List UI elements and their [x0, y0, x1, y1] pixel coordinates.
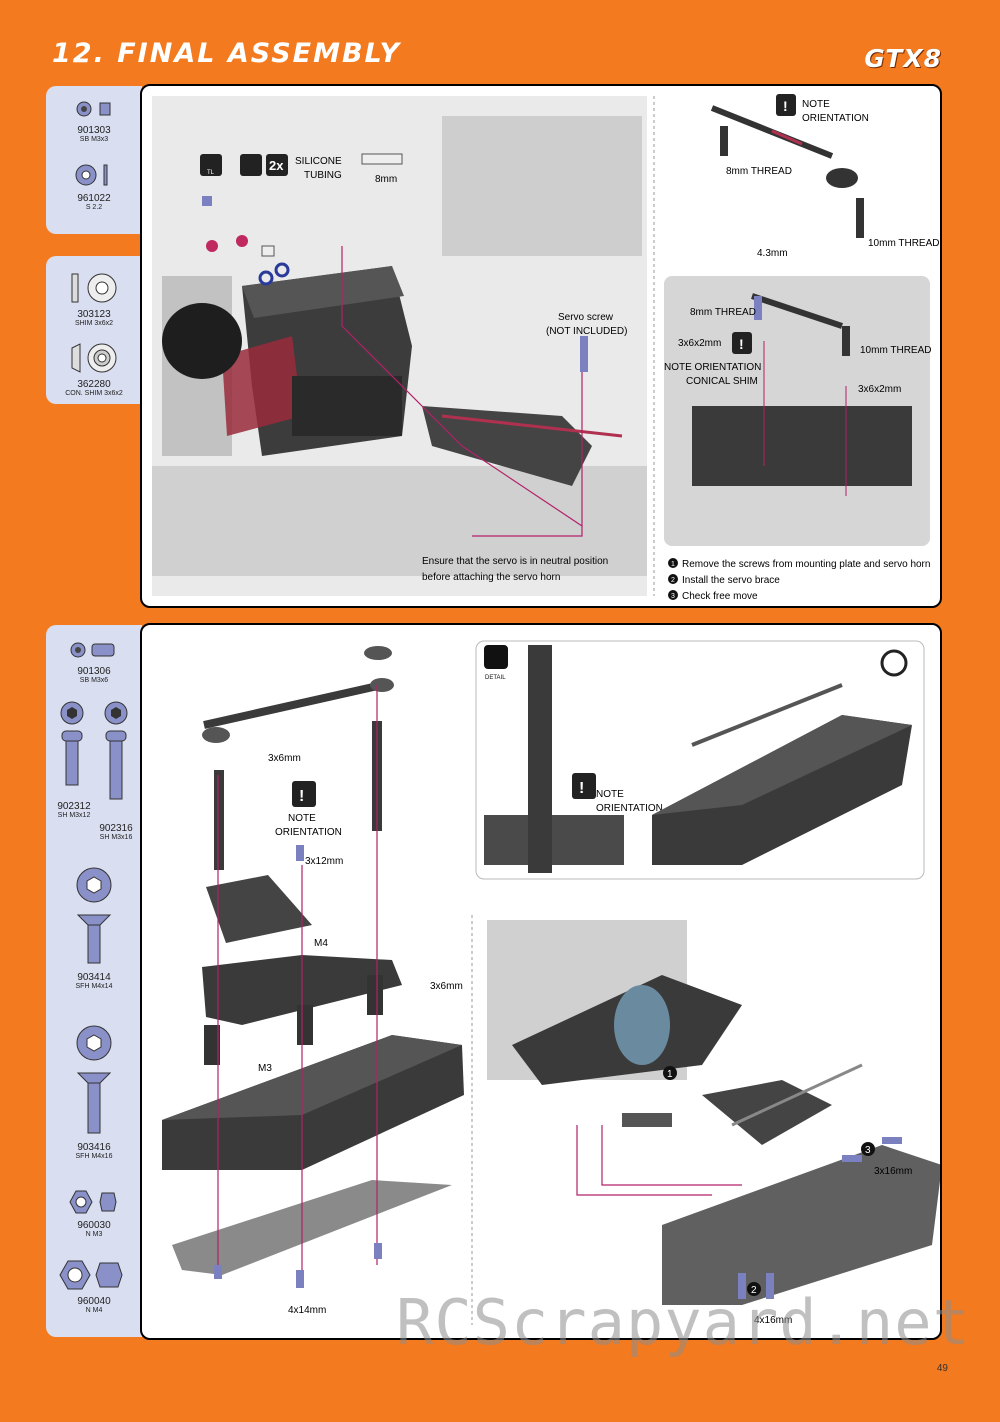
- gtx8-logo: GTX8: [864, 44, 942, 73]
- tubing-length: 8mm: [375, 174, 397, 185]
- note-conical-2: CONICAL SHIM: [686, 376, 758, 387]
- step-3-text: Check free move: [682, 591, 758, 602]
- silicone-label: SILICONE: [295, 156, 342, 167]
- svg-text:1: 1: [671, 561, 675, 568]
- step-marker-2: 2: [751, 1285, 757, 1296]
- svg-text:!: !: [783, 98, 788, 114]
- shim-icon: [75, 164, 108, 186]
- label-3x6mm-b: 3x6mm: [430, 981, 463, 992]
- flat-head-screw-icon: [76, 867, 112, 964]
- tubing-label: TUBING: [304, 170, 342, 181]
- note-conical-1: NOTE ORIENTATION: [664, 362, 761, 373]
- svg-text:!: !: [299, 788, 304, 805]
- label-4x14mm: 4x14mm: [288, 1305, 326, 1316]
- tl-badge-label: TL: [207, 170, 215, 176]
- part-902312-902316: 902312 SH M3x12 902316 SH M3x16: [46, 699, 142, 841]
- part-903416: 903416 SFH M4x16: [46, 1025, 142, 1160]
- shim-3x6x2-a: 3x6x2mm: [678, 338, 721, 349]
- svg-text:!: !: [579, 780, 584, 797]
- nut-icon: [59, 1260, 123, 1290]
- thread-10mm: 10mm THREAD: [868, 238, 940, 249]
- servo-screw-label: Servo screw: [558, 312, 614, 323]
- bumper-assembly-illustration: ! 3x6mm NOTE ORIENTATION 3x12mm M4 3x6mm…: [162, 640, 940, 1326]
- watermark: RCScrapyard.net: [396, 1286, 971, 1359]
- page-title: 12. FINAL ASSEMBLY: [52, 38, 402, 69]
- part-960040: 960040 N M4: [46, 1259, 142, 1314]
- 2x-badge-label: 2x: [269, 158, 284, 173]
- step-marker-3: 3: [865, 1145, 871, 1156]
- note-orientation-2: ORIENTATION: [802, 113, 869, 124]
- part-362280: 362280 CON. SHIM 3x6x2: [46, 340, 142, 397]
- part-901306: 901306 SB M3x6: [46, 639, 142, 684]
- svg-text:2: 2: [671, 577, 675, 584]
- step-panel-bumper: ! 3x6mm NOTE ORIENTATION 3x12mm M4 3x6mm…: [140, 623, 942, 1340]
- note-orient-a1: NOTE: [288, 813, 316, 824]
- conical-shim-icon: [71, 343, 117, 373]
- label-m3: M3: [258, 1063, 272, 1074]
- part-961022: 961022 S 2.2: [46, 162, 142, 211]
- label-4x16mm: 4x16mm: [754, 1315, 792, 1326]
- flat-head-screw-icon: [76, 1025, 112, 1134]
- detail-note-1: NOTE: [596, 789, 624, 800]
- part-901303: 901303 SB M3x3: [46, 98, 142, 143]
- label-3x12mm: 3x12mm: [305, 856, 343, 867]
- step-1-text: Remove the screws from mounting plate an…: [682, 559, 930, 570]
- parts-panel-2: 303123 SHIM 3x6x2 362280 CON. SHIM 3x6x2: [46, 256, 142, 404]
- shim-3x6x2-b: 3x6x2mm: [858, 384, 901, 395]
- part-960030: 960030 N M3: [46, 1189, 142, 1238]
- shim-icon: [71, 273, 117, 303]
- step-2-text: Install the servo brace: [682, 575, 780, 586]
- detail-label: DETAIL: [485, 675, 506, 681]
- label-3x16mm: 3x16mm: [874, 1166, 912, 1177]
- thread-8mm: 8mm THREAD: [726, 166, 792, 177]
- servo-screw-note: (NOT INCLUDED): [546, 326, 627, 337]
- part-303123: 303123 SHIM 3x6x2: [46, 270, 142, 327]
- parts-panel-3: 901306 SB M3x6 902312 SH M3x12 902316 SH…: [46, 625, 142, 1337]
- length-4-3mm: 4.3mm: [757, 248, 788, 259]
- parts-panel-1: 901303 SB M3x3 961022 S 2.2: [46, 86, 142, 234]
- servo-assembly-illustration: TL 2x SILICONE TUBING 8mm Servo screw (N…: [152, 94, 940, 602]
- svg-text:!: !: [739, 336, 744, 352]
- neutral-note-line2: before attaching the servo horn: [422, 572, 560, 583]
- nut-icon: [69, 1190, 117, 1214]
- detail-note-2: ORIENTATION: [596, 803, 663, 814]
- label-m4: M4: [314, 938, 328, 949]
- part-903414: 903414 SFH M4x14: [46, 867, 142, 990]
- note-orient-a2: ORIENTATION: [275, 827, 342, 838]
- neutral-note-line1: Ensure that the servo is in neutral posi…: [422, 556, 608, 567]
- gear-check-icon: [880, 649, 908, 677]
- thread-8mm-b: 8mm THREAD: [690, 307, 756, 318]
- step-panel-servo: TL 2x SILICONE TUBING 8mm Servo screw (N…: [140, 84, 942, 608]
- button-screw-icon: [76, 101, 111, 117]
- button-screw-icon: [70, 642, 115, 658]
- note-orientation-1: NOTE: [802, 99, 830, 110]
- socket-head-screw-icon: [60, 701, 128, 800]
- thread-10mm-b: 10mm THREAD: [860, 345, 932, 356]
- label-3x6mm-a: 3x6mm: [268, 753, 301, 764]
- svg-text:3: 3: [671, 593, 675, 600]
- page-number: 49: [936, 1363, 948, 1374]
- step-marker-1: 1: [667, 1069, 673, 1080]
